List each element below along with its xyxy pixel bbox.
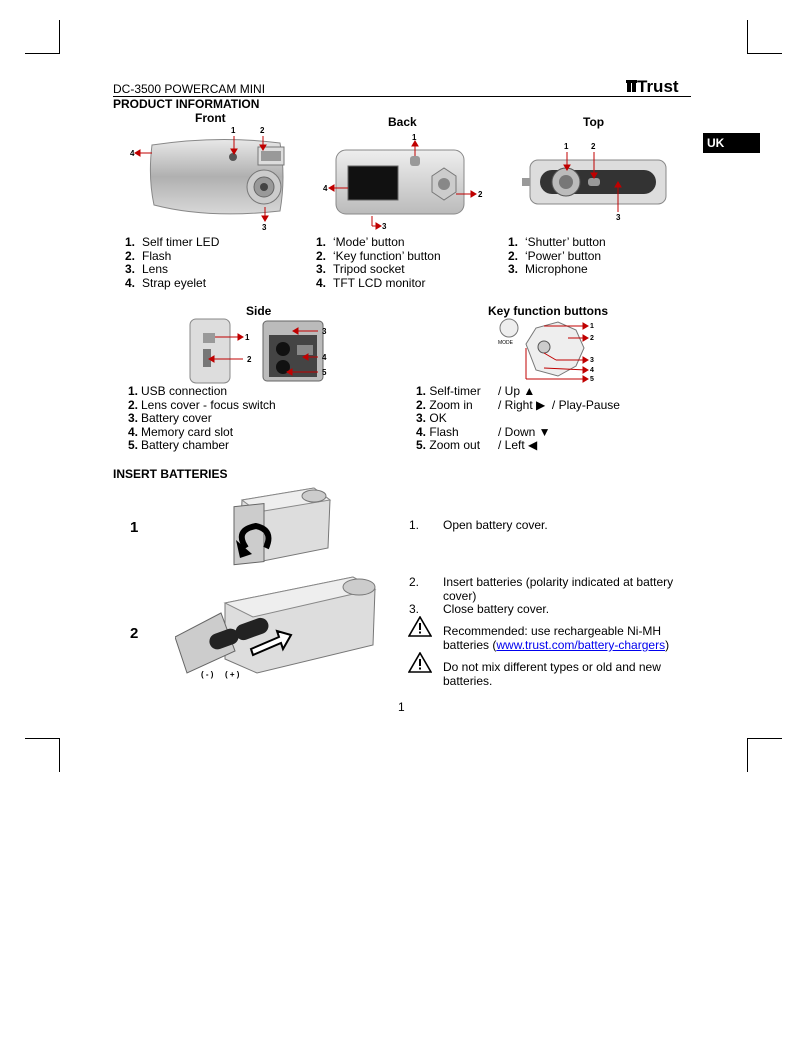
list-item: 5. Zoom out <box>416 438 481 453</box>
list-item: 2.‘Power’ button <box>508 248 602 263</box>
side-camera-image: 1 2 3 4 5 <box>185 315 335 387</box>
list-item: 4.TFT LCD monitor <box>316 275 426 290</box>
instruction-step-3: 3.Close battery cover. <box>409 602 550 616</box>
battery-step2-image: ( - ) ( + ) <box>175 573 380 681</box>
back-callout-4: 4 <box>323 184 328 193</box>
key-functions-title: Key function buttons <box>488 304 608 318</box>
side-callout-2: 2 <box>247 355 252 364</box>
kf-callout-1: 1 <box>590 323 594 330</box>
front-callout-4: 4 <box>130 149 135 158</box>
side-callout-4: 4 <box>322 353 327 362</box>
crop-mark <box>59 738 60 772</box>
front-title: Front <box>195 111 226 125</box>
kf-callout-2: 2 <box>590 335 594 342</box>
list-item: 3. OK <box>416 411 447 426</box>
list-item: 4.Strap eyelet <box>125 275 207 290</box>
mode-label: MODE <box>498 340 514 346</box>
crop-mark <box>747 738 748 772</box>
front-list: 1.Self timer LED 2.Flash 3.Lens 4.Strap … <box>125 235 220 290</box>
back-list: 1.‘Mode’ button 2.‘Key function’ button … <box>316 235 441 290</box>
list-item: 1.USB connection <box>128 384 228 398</box>
list-item: 1.Self timer LED <box>125 235 220 249</box>
back-callout-2: 2 <box>478 190 483 199</box>
list-item: 3.Lens <box>125 262 169 277</box>
list-item: 4.Memory card slot <box>128 424 234 439</box>
front-callout-3: 3 <box>262 223 267 232</box>
page-number: 1 <box>398 700 405 714</box>
warning-icon <box>408 652 432 673</box>
instruction-step-2: 2. Insert batteries (polarity indicated … <box>409 575 674 603</box>
back-title: Back <box>388 115 417 129</box>
step-2-label: 2 <box>130 625 139 642</box>
insert-batteries-title: INSERT BATTERIES <box>113 467 228 481</box>
front-callout-1: 1 <box>231 127 236 135</box>
battery-chargers-link[interactable]: www.trust.com/battery-chargers <box>496 638 666 652</box>
key-function-pad-image: MODE 1 2 3 4 5 <box>496 318 600 384</box>
section-title: PRODUCT INFORMATION <box>113 97 260 111</box>
list-item: 3.Microphone <box>508 262 588 277</box>
side-callout-5: 5 <box>322 368 327 377</box>
kf-callout-5: 5 <box>590 376 594 383</box>
top-callout-2: 2 <box>591 142 596 151</box>
list-item: 2.Lens cover - focus switch <box>128 397 276 412</box>
front-camera-image: 1 2 3 4 <box>128 127 303 233</box>
kf-callout-3: 3 <box>590 357 594 364</box>
top-camera-image: 1 2 3 <box>520 140 670 224</box>
list-item: 3.Battery cover <box>128 411 212 426</box>
crop-mark <box>25 53 60 54</box>
top-title: Top <box>583 115 605 129</box>
back-callout-1: 1 <box>412 133 417 142</box>
crop-mark <box>747 738 782 739</box>
list-item: 2.‘Key function’ button <box>316 248 441 263</box>
list-item: 5.Battery chamber <box>128 438 230 453</box>
product-name: DC-3500 POWERCAM MINI <box>113 82 266 96</box>
back-camera-image: 1 2 3 4 <box>320 130 488 232</box>
trust-logo: Trust <box>626 77 692 95</box>
header-rule <box>113 96 691 97</box>
warning-mixing: Do not mix different types or old and ne… <box>443 660 661 688</box>
crop-mark <box>59 20 60 54</box>
side-callout-3: 3 <box>322 327 327 336</box>
crop-mark <box>25 738 60 739</box>
list-item-action: / Left ◀ <box>498 438 538 453</box>
side-title: Side <box>246 304 272 318</box>
list-item: 1. Self-timer <box>416 384 481 398</box>
battery-step1-image <box>222 478 334 570</box>
top-list: 1.‘Shutter’ button 2.‘Power’ button 3.Mi… <box>508 235 606 277</box>
kf-callout-4: 4 <box>590 367 594 374</box>
trust-logo-text: Trust <box>637 77 679 95</box>
polarity-negative: ( - ) <box>201 670 214 679</box>
back-callout-3: 3 <box>382 222 387 231</box>
top-callout-3: 3 <box>616 213 621 222</box>
list-item: 3.Tripod socket <box>316 262 405 277</box>
crop-mark <box>747 20 748 54</box>
crop-mark <box>747 53 782 54</box>
instruction-step-1: 1.Open battery cover. <box>409 518 548 532</box>
side-list: 1.USB connection 2.Lens cover - focus sw… <box>128 384 276 453</box>
polarity-positive: ( + ) <box>225 670 240 679</box>
side-callout-1: 1 <box>245 333 250 342</box>
warning-icon <box>408 616 432 637</box>
list-item: 2.Flash <box>125 248 172 263</box>
list-item-action: / Right ▶ / Play-Pause <box>498 397 620 412</box>
list-item: 2. Zoom in <box>416 397 473 412</box>
step-1-label: 1 <box>130 519 139 536</box>
language-tab: UK <box>703 133 760 153</box>
list-item: 4. Flash <box>416 424 459 439</box>
front-callout-2: 2 <box>260 127 265 135</box>
warning-rechargeable: Recommended: use rechargeable Ni-MH batt… <box>443 624 670 652</box>
list-item: 1.‘Mode’ button <box>316 235 405 249</box>
list-item-action: / Down ▼ <box>498 424 551 439</box>
list-item: 1.‘Shutter’ button <box>508 235 606 249</box>
list-item-action: / Up ▲ <box>498 384 536 398</box>
top-callout-1: 1 <box>564 142 569 151</box>
